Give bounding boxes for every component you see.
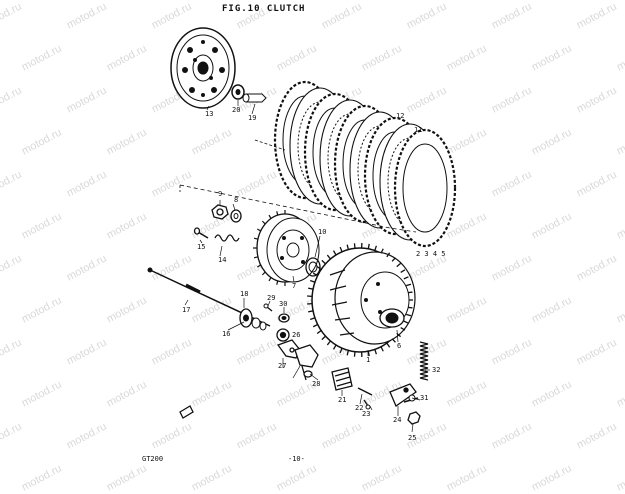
- washer-8: [231, 210, 241, 222]
- figure-title: FIG.10 CLUTCH: [222, 4, 305, 14]
- ball-16-18: [240, 309, 266, 330]
- clutch-exploded-diagram: [0, 0, 625, 468]
- callout-31: 31: [420, 394, 428, 402]
- small-part-bottom: [180, 406, 193, 418]
- callout-24: 24: [393, 416, 401, 424]
- callout-18: 18: [240, 290, 248, 298]
- callout-10: 10: [318, 228, 326, 236]
- callout-9: 9: [218, 190, 222, 198]
- spring-32: [420, 342, 428, 380]
- callout-26: 26: [292, 331, 300, 339]
- callout-30: 30: [279, 300, 287, 308]
- callout-28: 28: [312, 380, 320, 388]
- clutch-plate: [395, 130, 455, 246]
- callout-8: 8: [234, 196, 238, 204]
- pressure-plate-13: [171, 28, 235, 108]
- model-label: GT200: [142, 455, 163, 463]
- adjuster-21: [332, 368, 352, 390]
- callout-23: 23: [362, 410, 370, 418]
- callout-13: 13: [205, 110, 213, 118]
- pin-22: [358, 388, 372, 395]
- callout-1: 1: [366, 356, 370, 364]
- callout-2-3-4-5: 2 3 4 5: [416, 250, 446, 258]
- callout-16: 16: [222, 330, 230, 338]
- callout-12: 12: [396, 112, 404, 120]
- callout-14: 14: [218, 256, 226, 264]
- page-number: -10-: [288, 455, 305, 463]
- callout-15: 15: [197, 243, 205, 251]
- callout-32: 32: [432, 366, 440, 374]
- clutch-housing-1: [307, 243, 415, 357]
- callout-20: 20: [232, 106, 240, 114]
- callout-21: 21: [338, 396, 346, 404]
- bracket-27-28: [295, 345, 318, 380]
- callout-17: 17: [182, 306, 190, 314]
- callout-19: 19: [248, 114, 256, 122]
- nut-9: [212, 205, 228, 219]
- nut-25: [408, 412, 420, 424]
- spring-14: [215, 235, 239, 241]
- callout-25: 25: [408, 434, 416, 442]
- callout-11: 11: [414, 126, 422, 134]
- callout-29: 29: [267, 294, 275, 302]
- callout-27: 27: [278, 362, 286, 370]
- callout-7: 7: [292, 282, 296, 290]
- callout-6: 6: [397, 342, 401, 350]
